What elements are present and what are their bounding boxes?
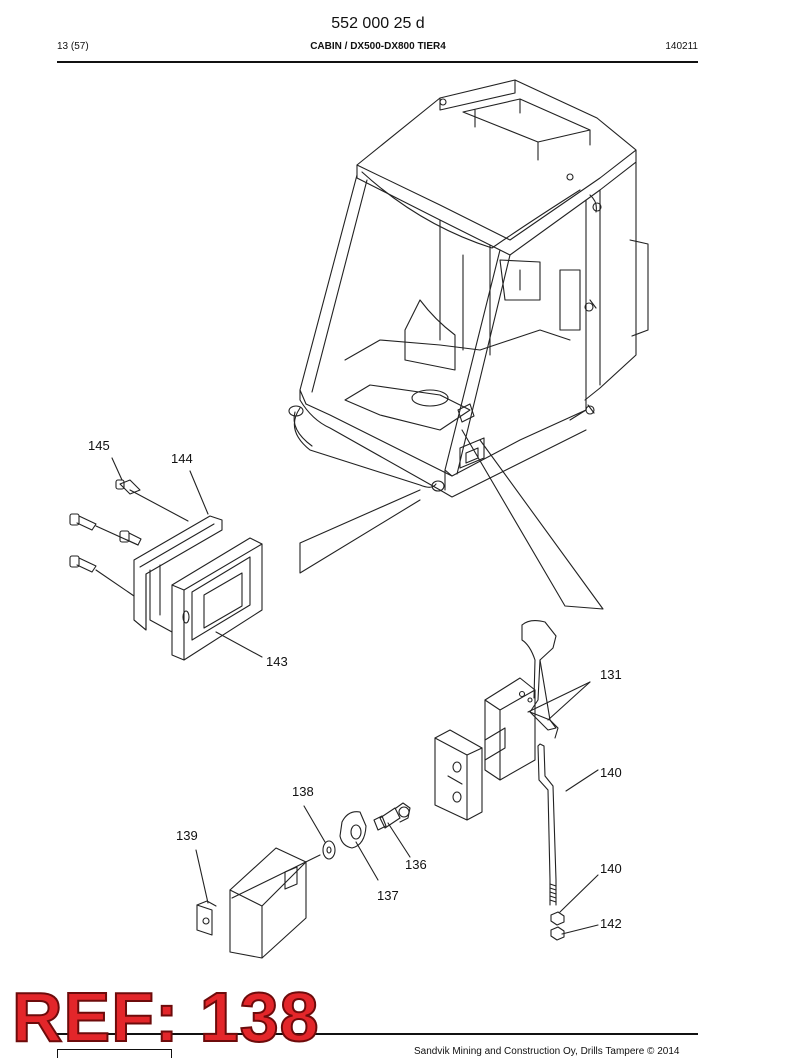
callout-140-upper: 140 xyxy=(600,765,622,780)
footer-rule xyxy=(57,1033,698,1035)
callout-131: 131 xyxy=(600,667,622,682)
footer-copyright: Sandvik Mining and Construction Oy, Dril… xyxy=(414,1046,680,1057)
callout-143: 143 xyxy=(266,654,288,669)
callout-138: 138 xyxy=(292,784,314,799)
doc-number: 552 000 25 d xyxy=(331,15,425,32)
date-code: 140211 xyxy=(665,41,698,52)
callout-137: 137 xyxy=(377,888,399,903)
cabin-illustration xyxy=(288,79,649,610)
callout-145: 145 xyxy=(88,438,110,453)
callout-142: 142 xyxy=(600,916,622,931)
callout-140-lower: 140 xyxy=(600,861,622,876)
page-number: 13 (57) xyxy=(57,41,89,52)
callout-144: 144 xyxy=(171,451,193,466)
header-rule xyxy=(57,61,698,63)
latch-assembly-illustration xyxy=(195,619,599,959)
handle-assembly-illustration xyxy=(69,457,263,661)
callout-136: 136 xyxy=(405,857,427,872)
ref-stamp: REF: 138 xyxy=(11,978,320,1056)
callout-139: 139 xyxy=(176,828,198,843)
page-title: CABIN / DX500-DX800 TIER4 xyxy=(310,41,446,52)
